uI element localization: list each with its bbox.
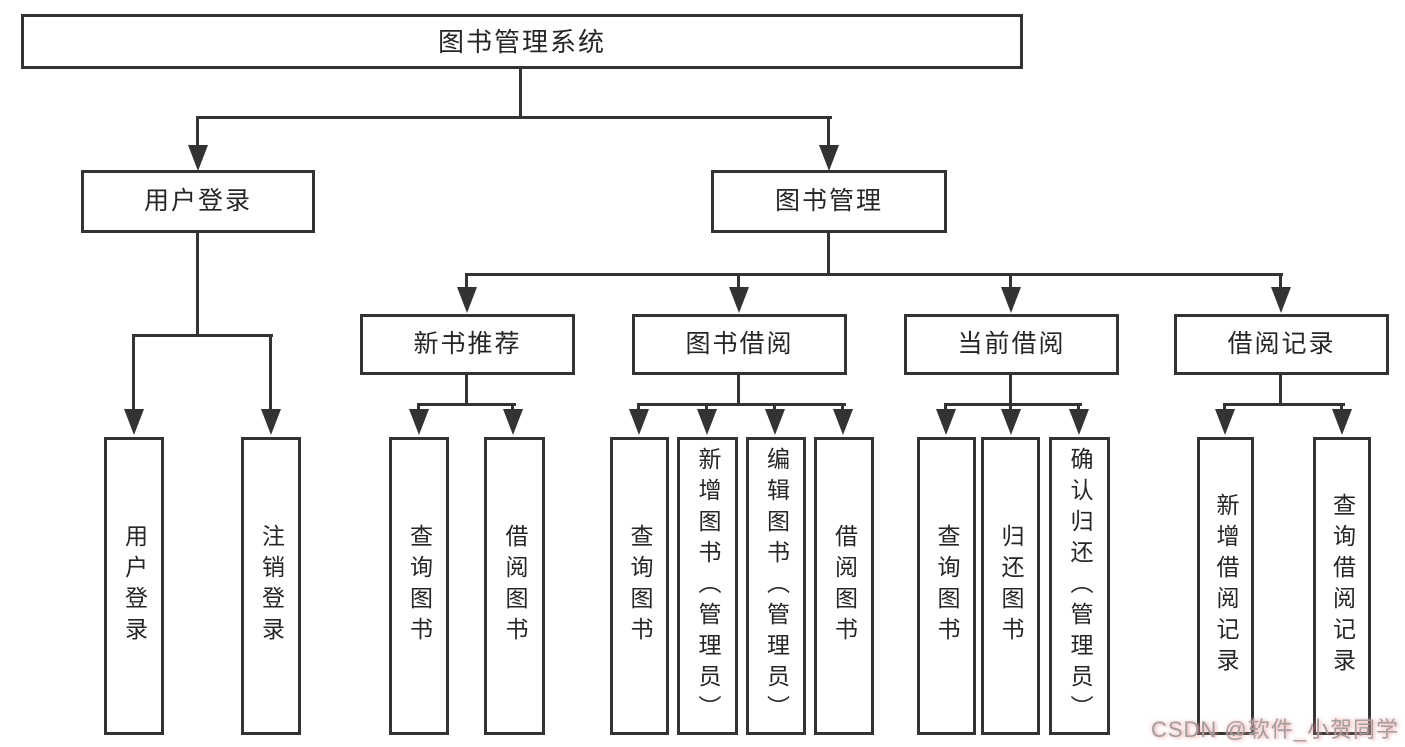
connector-line bbox=[773, 403, 776, 412]
node-search-books-borrowing-label: 查询图书 bbox=[627, 524, 653, 648]
connector-line bbox=[417, 403, 516, 406]
node-new-book-recommendation-label: 新书推荐 bbox=[413, 330, 522, 358]
node-search-borrow-record-label: 查询借阅记录 bbox=[1329, 493, 1356, 679]
connector-line bbox=[944, 403, 1082, 406]
node-search-books-current: 查询图书 bbox=[917, 437, 976, 735]
node-borrow-books-recommend-label: 借阅图书 bbox=[502, 524, 528, 648]
connector-line bbox=[827, 233, 830, 276]
arrowhead-icon bbox=[765, 409, 785, 435]
connector-line bbox=[196, 116, 199, 148]
node-search-books-recommend: 查询图书 bbox=[389, 437, 449, 735]
connector-line bbox=[1279, 375, 1282, 406]
connector-line bbox=[1077, 403, 1080, 412]
node-search-books-current-label: 查询图书 bbox=[934, 524, 960, 648]
arrowhead-icon bbox=[503, 409, 523, 435]
node-user-login-action-label: 用户登录 bbox=[121, 524, 148, 648]
node-borrow-books-borrowing: 借阅图书 bbox=[814, 437, 874, 735]
connector-line bbox=[827, 116, 830, 148]
arrowhead-icon bbox=[1069, 409, 1089, 435]
arrowhead-icon bbox=[697, 409, 717, 435]
arrowhead-icon bbox=[729, 287, 749, 313]
connector-line bbox=[1340, 403, 1343, 412]
arrowhead-icon bbox=[409, 409, 429, 435]
connector-line bbox=[1009, 375, 1012, 406]
connector-line bbox=[1009, 273, 1012, 289]
node-add-borrow-record-label: 新增借阅记录 bbox=[1213, 493, 1239, 679]
connector-line bbox=[417, 403, 420, 412]
connector-line bbox=[196, 233, 199, 337]
connector-line bbox=[1223, 403, 1226, 412]
node-book-management-label: 图书管理 bbox=[774, 187, 883, 215]
node-current-borrowing-label: 当前借阅 bbox=[957, 330, 1066, 358]
node-confirm-return-admin: 确认归还（管理员） bbox=[1049, 437, 1110, 735]
connector-line bbox=[465, 273, 468, 289]
node-borrow-books-recommend: 借阅图书 bbox=[484, 437, 545, 735]
arrowhead-icon bbox=[188, 145, 208, 171]
connector-line bbox=[1223, 403, 1345, 406]
node-borrowing-records: 借阅记录 bbox=[1174, 314, 1389, 375]
connector-line bbox=[196, 116, 832, 119]
node-user-login-label: 用户登录 bbox=[143, 187, 252, 215]
node-search-borrow-record: 查询借阅记录 bbox=[1313, 437, 1371, 735]
node-confirm-return-admin-label: 确认归还（管理员） bbox=[1067, 446, 1093, 726]
node-logout-action-label: 注销登录 bbox=[258, 524, 285, 648]
connector-line bbox=[465, 375, 468, 406]
connector-line bbox=[132, 334, 273, 337]
node-current-borrowing: 当前借阅 bbox=[904, 314, 1119, 375]
connector-line bbox=[132, 334, 135, 411]
connector-line bbox=[841, 403, 844, 412]
arrowhead-icon bbox=[629, 409, 649, 435]
node-return-books-label: 归还图书 bbox=[998, 524, 1024, 648]
watermark: CSDN @软件_小贺同学 bbox=[1150, 717, 1399, 742]
arrowhead-icon bbox=[833, 409, 853, 435]
arrowhead-icon bbox=[1215, 409, 1235, 435]
connector-line bbox=[1279, 273, 1282, 289]
node-logout-action: 注销登录 bbox=[241, 437, 301, 735]
connector-line bbox=[705, 403, 708, 412]
node-user-login-action: 用户登录 bbox=[104, 437, 164, 735]
node-edit-books-admin-label: 编辑图书（管理员） bbox=[763, 446, 790, 726]
node-book-management: 图书管理 bbox=[711, 170, 947, 233]
node-borrowing-records-label: 借阅记录 bbox=[1227, 330, 1336, 358]
node-edit-books-admin: 编辑图书（管理员） bbox=[746, 437, 806, 735]
node-library-management-system: 图书管理系统 bbox=[21, 14, 1023, 69]
arrowhead-icon bbox=[936, 409, 956, 435]
node-user-login: 用户登录 bbox=[81, 170, 315, 233]
node-library-management-system-label: 图书管理系统 bbox=[437, 26, 606, 57]
node-new-book-recommendation: 新书推荐 bbox=[360, 314, 575, 375]
node-borrow-books-borrowing-label: 借阅图书 bbox=[831, 524, 858, 648]
node-add-books-admin: 新增图书（管理员） bbox=[677, 437, 738, 735]
connector-line bbox=[944, 403, 947, 412]
connector-line bbox=[465, 273, 1283, 276]
node-search-books-recommend-label: 查询图书 bbox=[406, 524, 433, 648]
connector-line bbox=[637, 403, 640, 412]
connector-line bbox=[519, 67, 522, 118]
node-search-books-borrowing: 查询图书 bbox=[610, 437, 669, 735]
node-return-books: 归还图书 bbox=[981, 437, 1040, 735]
arrowhead-icon bbox=[261, 409, 281, 435]
connector-line bbox=[269, 334, 272, 411]
node-add-borrow-record: 新增借阅记录 bbox=[1197, 437, 1254, 735]
connector-line bbox=[637, 403, 846, 406]
connector-line bbox=[1009, 403, 1012, 412]
connector-line bbox=[737, 273, 740, 289]
node-add-books-admin-label: 新增图书（管理员） bbox=[695, 446, 721, 726]
arrowhead-icon bbox=[1001, 287, 1021, 313]
node-book-borrowing-label: 图书借阅 bbox=[685, 330, 794, 358]
arrowhead-icon bbox=[1271, 287, 1291, 313]
arrowhead-icon bbox=[819, 145, 839, 171]
arrowhead-icon bbox=[124, 409, 144, 435]
connector-line bbox=[511, 403, 514, 412]
arrowhead-icon bbox=[1332, 409, 1352, 435]
connector-line bbox=[737, 375, 740, 406]
arrowhead-icon bbox=[457, 287, 477, 313]
node-book-borrowing: 图书借阅 bbox=[632, 314, 847, 375]
arrowhead-icon bbox=[1001, 409, 1021, 435]
